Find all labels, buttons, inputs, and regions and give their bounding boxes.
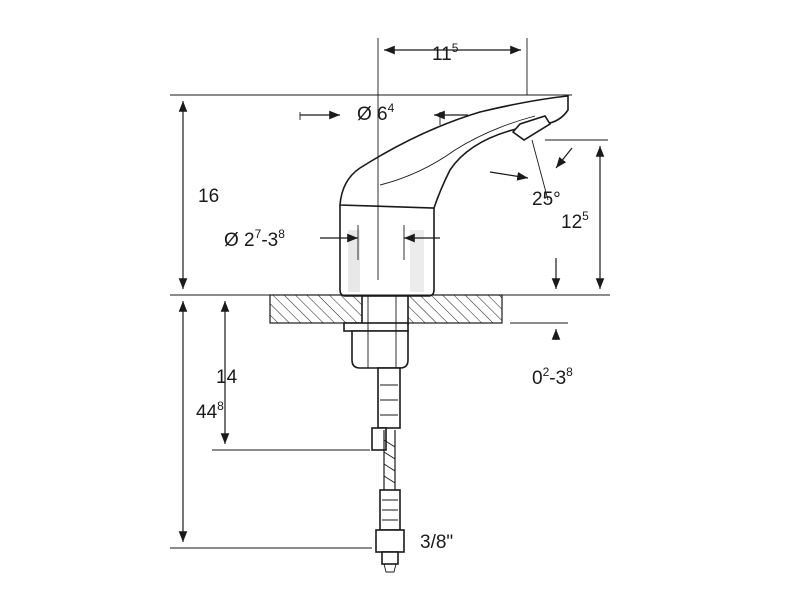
- dimension-labels: 115 Ø 64 16 125 25° Ø 27-38 14 448 02-38…: [196, 41, 589, 553]
- mounting-assembly: [343, 295, 409, 369]
- connection-hose: [371, 367, 405, 573]
- dimension-lines: [178, 45, 605, 542]
- hole-diameter-label: Ø 27-38: [224, 227, 285, 251]
- extension-lines: [170, 38, 610, 549]
- hose-length-label: 14: [216, 367, 238, 388]
- spout-diameter-label: Ø 64: [357, 101, 395, 125]
- total-below-label: 448: [196, 399, 224, 423]
- outlet-height-label: 125: [561, 209, 589, 233]
- faucet-body: [339, 95, 569, 297]
- thread-size-label: 3/8": [420, 532, 453, 553]
- total-height-label: 16: [198, 186, 219, 207]
- reach-label: 115: [432, 41, 459, 65]
- counter-thickness-label: 02-38: [532, 365, 573, 389]
- spray-angle-label: 25°: [532, 189, 561, 210]
